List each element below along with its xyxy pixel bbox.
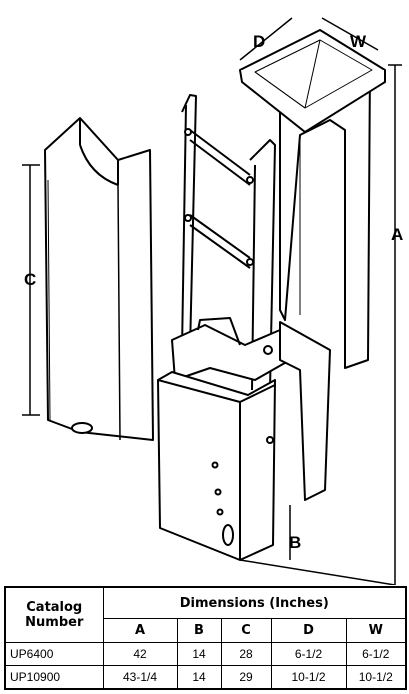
value-cell: 14 [176,641,222,667]
dimensions-table: Catalog Number Dimensions (Inches) A B C… [4,586,408,690]
dim-label-c: C [24,270,36,289]
catalog-number-cell: UP6400 [4,641,104,667]
front-cover-panel [44,117,154,441]
value-cell: 6-1/2 [345,641,407,667]
value-cell: 28 [220,641,272,667]
dimension-lines [22,17,402,585]
value-cell: 29 [220,665,272,690]
rear-box-panel [279,321,331,501]
top-cap [239,29,386,133]
table-row: UP10900 43-1/4 14 29 10-1/2 10-1/2 [4,665,407,690]
value-cell: 10-1/2 [345,665,407,690]
value-cell: 6-1/2 [270,641,347,667]
column-header-w: W [345,618,407,643]
column-header-b: B [176,618,222,643]
frame-rails [181,94,276,391]
dim-label-b: B [289,533,301,552]
catalog-number-cell: UP10900 [4,665,104,690]
dim-label-d: D [253,32,265,51]
column-header-c: C [220,618,272,643]
base-enclosure [157,371,276,561]
value-cell: 10-1/2 [270,665,347,690]
table-row: UP6400 42 14 28 6-1/2 6-1/2 [4,641,407,667]
value-cell: 42 [102,641,178,667]
column-header-d: D [270,618,347,643]
dimensions-header: Dimensions (Inches) [102,586,407,620]
catalog-number-header: Catalog Number [4,586,104,643]
exploded-assembly-drawing: C A B D W [22,17,403,585]
dim-label-a: A [391,225,403,244]
value-cell: 43-1/4 [102,665,178,690]
column-header-a: A [102,618,178,643]
dim-label-w: W [350,32,367,51]
value-cell: 14 [176,665,222,690]
